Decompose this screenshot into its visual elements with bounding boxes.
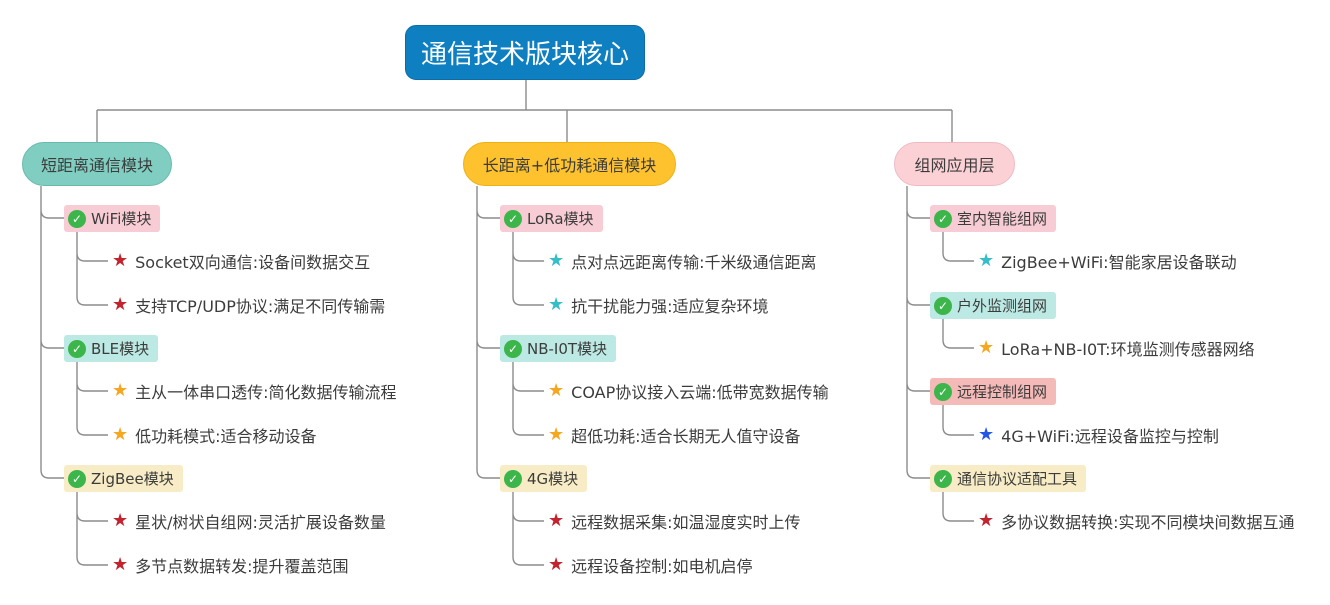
check-icon: ✓ — [934, 382, 952, 401]
leaf-label: 远程数据采集:如温湿度实时上传 — [571, 513, 801, 532]
leaf-label: 星状/树状自组网:灵活扩展设备数量 — [135, 513, 386, 532]
star-icon: ★ — [548, 294, 565, 315]
leaf-node[interactable]: ★ 多节点数据转发:提升覆盖范围 — [112, 552, 349, 578]
node-outdoor-monitor-network[interactable]: ✓ 户外监测组网 — [930, 292, 1057, 319]
branch3-spine — [906, 186, 930, 479]
node-protocol-adapter-tool[interactable]: ✓ 通信协议适配工具 — [930, 465, 1087, 492]
branch-node-long-range-low-power[interactable]: 长距离+低功耗通信模块 — [463, 142, 676, 186]
check-icon: ✓ — [68, 469, 86, 488]
check-icon: ✓ — [934, 469, 952, 488]
leaf-label: 点对点远距离传输:千米级通信距离 — [571, 253, 817, 272]
leaf-node[interactable]: ★ 低功耗模式:适合移动设备 — [112, 422, 317, 448]
leaf-node[interactable]: ★ COAP协议接入云端:低带宽数据传输 — [548, 378, 829, 404]
star-icon: ★ — [548, 250, 565, 271]
node-label: 通信协议适配工具 — [957, 470, 1078, 488]
leaf-node[interactable]: ★ 星状/树状自组网:灵活扩展设备数量 — [112, 508, 386, 534]
star-icon: ★ — [112, 250, 129, 271]
leaf-label: 抗干扰能力强:适应复杂环境 — [571, 297, 769, 316]
node-label: BLE模块 — [91, 340, 150, 358]
branch3-leaf-spines — [942, 231, 974, 522]
star-icon: ★ — [548, 554, 565, 575]
star-icon: ★ — [112, 380, 129, 401]
leaf-label: 4G+WiFi:远程设备监控与控制 — [1001, 427, 1219, 446]
node-label: WiFi模块 — [91, 210, 152, 228]
node-label: 4G模块 — [527, 470, 579, 488]
star-icon: ★ — [978, 337, 995, 358]
leaf-node[interactable]: ★ 支持TCP/UDP协议:满足不同传输需 — [112, 292, 385, 318]
leaf-node[interactable]: ★ 远程数据采集:如温湿度实时上传 — [548, 508, 801, 534]
leaf-node[interactable]: ★ 点对点远距离传输:千米级通信距离 — [548, 248, 817, 274]
branch1-spine — [40, 186, 64, 479]
root-node[interactable]: 通信技术版块核心 — [405, 25, 645, 80]
leaf-node[interactable]: ★ 抗干扰能力强:适应复杂环境 — [548, 292, 769, 318]
leaf-label: 支持TCP/UDP协议:满足不同传输需 — [135, 297, 386, 316]
leaf-label: 低功耗模式:适合移动设备 — [135, 427, 317, 446]
star-icon: ★ — [978, 424, 995, 445]
leaf-node[interactable]: ★ 多协议数据转换:实现不同模块间数据互通 — [978, 508, 1295, 534]
star-icon: ★ — [548, 510, 565, 531]
leaf-node[interactable]: ★ LoRa+NB-I0T:环境监测传感器网络 — [978, 335, 1255, 361]
branch2-leaf-spines — [512, 231, 544, 566]
check-icon: ✓ — [934, 209, 952, 228]
node-nbiot-module[interactable]: ✓ NB-I0T模块 — [500, 335, 617, 362]
leaf-node[interactable]: ★ Socket双向通信:设备间数据交互 — [112, 248, 370, 274]
leaf-label: 远程设备控制:如电机启停 — [571, 557, 753, 576]
branch-node-network-app-layer[interactable]: 组网应用层 — [894, 142, 1015, 186]
leaf-label: 主从一体串口透传:简化数据传输流程 — [135, 383, 397, 402]
check-icon: ✓ — [68, 339, 86, 358]
leaf-label: 多协议数据转换:实现不同模块间数据互通 — [1001, 513, 1295, 532]
node-lora-module[interactable]: ✓ LoRa模块 — [500, 205, 603, 232]
node-label: 远程控制组网 — [957, 383, 1048, 401]
leaf-node[interactable]: ★ 4G+WiFi:远程设备监控与控制 — [978, 422, 1219, 448]
branch-node-short-range[interactable]: 短距离通信模块 — [22, 142, 172, 186]
node-4g-module[interactable]: ✓ 4G模块 — [500, 465, 588, 492]
leaf-node[interactable]: ★ 远程设备控制:如电机启停 — [548, 552, 753, 578]
star-icon: ★ — [112, 554, 129, 575]
leaf-node[interactable]: ★ 超低功耗:适合长期无人值守设备 — [548, 422, 801, 448]
node-label: 室内智能组网 — [957, 210, 1048, 228]
star-icon: ★ — [978, 250, 995, 271]
branch2-spine — [476, 186, 500, 479]
check-icon: ✓ — [504, 339, 522, 358]
star-icon: ★ — [548, 424, 565, 445]
star-icon: ★ — [112, 424, 129, 445]
star-icon: ★ — [548, 380, 565, 401]
node-label: 户外监测组网 — [957, 297, 1048, 315]
star-icon: ★ — [978, 510, 995, 531]
leaf-node[interactable]: ★ ZigBee+WiFi:智能家居设备联动 — [978, 248, 1237, 274]
node-zigbee-module[interactable]: ✓ ZigBee模块 — [64, 465, 183, 492]
node-label: NB-I0T模块 — [527, 340, 608, 358]
check-icon: ✓ — [68, 209, 86, 228]
star-icon: ★ — [112, 510, 129, 531]
branch1-leaf-spines — [76, 231, 108, 566]
node-wifi-module[interactable]: ✓ WiFi模块 — [64, 205, 161, 232]
root-connectors — [96, 78, 953, 142]
check-icon: ✓ — [504, 209, 522, 228]
leaf-label: 多节点数据转发:提升覆盖范围 — [135, 557, 349, 576]
node-label: ZigBee模块 — [91, 470, 174, 488]
leaf-label: LoRa+NB-I0T:环境监测传感器网络 — [1001, 340, 1255, 359]
leaf-label: Socket双向通信:设备间数据交互 — [135, 253, 371, 272]
node-remote-control-network[interactable]: ✓ 远程控制组网 — [930, 378, 1057, 405]
check-icon: ✓ — [504, 469, 522, 488]
star-icon: ★ — [112, 294, 129, 315]
node-label: LoRa模块 — [527, 210, 594, 228]
leaf-label: 超低功耗:适合长期无人值守设备 — [571, 427, 801, 446]
check-icon: ✓ — [934, 296, 952, 315]
leaf-label: ZigBee+WiFi:智能家居设备联动 — [1001, 253, 1237, 272]
node-indoor-smart-network[interactable]: ✓ 室内智能组网 — [930, 205, 1057, 232]
leaf-label: COAP协议接入云端:低带宽数据传输 — [571, 383, 829, 402]
node-ble-module[interactable]: ✓ BLE模块 — [64, 335, 159, 362]
leaf-node[interactable]: ★ 主从一体串口透传:简化数据传输流程 — [112, 378, 397, 404]
